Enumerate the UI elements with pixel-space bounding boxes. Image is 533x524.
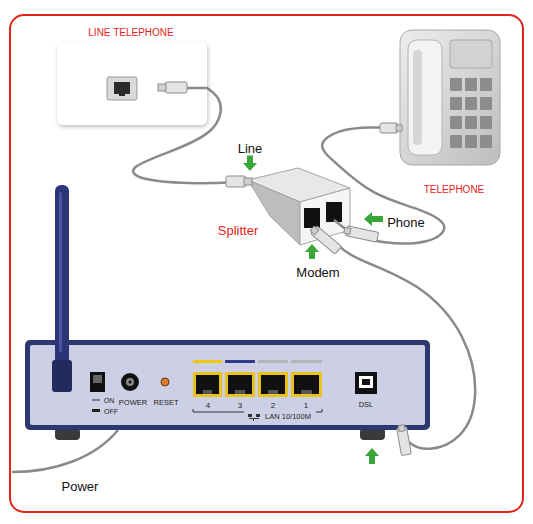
port-number: 1 [304, 402, 308, 410]
antenna-base [52, 360, 72, 392]
telephone-set: TELEPHONE [400, 30, 500, 165]
cable-callout: Power [60, 479, 101, 494]
splitter-box: Splitter [240, 168, 350, 245]
splitter-name: Splitter [216, 223, 260, 238]
telephone-heading: TELEPHONE [422, 184, 487, 196]
rj11-plug [343, 225, 378, 242]
frame-border [10, 15, 523, 512]
wall-plate: LINE TELEPHONE [57, 42, 207, 125]
handset-shade [413, 50, 422, 145]
router-antenna [55, 185, 69, 390]
power-switch [90, 372, 105, 392]
port-label: POWER [119, 399, 147, 407]
on-mark [92, 400, 100, 401]
off-mark [92, 409, 100, 412]
rj11-plug [380, 123, 398, 133]
jack-slot [114, 82, 130, 94]
port-number: 3 [238, 402, 242, 410]
power-jack [121, 373, 139, 391]
port-callout: Modem [294, 265, 341, 280]
splitter-art [226, 168, 379, 254]
telephone-handset [408, 40, 442, 155]
dsl-port-inner [359, 376, 373, 388]
port-bar [291, 360, 322, 363]
rj11-plug [165, 82, 187, 93]
modem-socket [304, 208, 320, 228]
modem-arrow [305, 244, 319, 259]
reset-button [161, 378, 169, 386]
router-panel: ON OFFPOWER RESET 4 3 2 1LAN 10/100M DSL [25, 340, 430, 430]
phone-arrow [364, 212, 383, 226]
power-jack-pin [129, 381, 132, 384]
wall-plate [57, 42, 207, 125]
router-back-panel [30, 345, 425, 425]
port-bar [225, 360, 255, 363]
power-jack-ring [126, 378, 134, 386]
telephone-body [400, 30, 500, 165]
cable-stub [186, 87, 208, 90]
switch-label: OFF [104, 408, 118, 415]
rj11-plug [396, 424, 411, 455]
dsl-port-slot [362, 379, 370, 385]
antenna-highlight [59, 192, 62, 352]
port-group-label: LAN 10/100M [265, 413, 311, 421]
switch-rocker [93, 375, 102, 383]
port-number: 4 [206, 402, 210, 410]
router-art [25, 185, 430, 456]
telephone-art [380, 30, 500, 165]
plug-tip [244, 178, 252, 185]
wall-jack [107, 77, 137, 100]
plug-tip [158, 84, 166, 91]
switch-label: ON [104, 397, 115, 404]
port-label: RESET [153, 399, 178, 407]
lan-ports [193, 372, 322, 397]
telephone-display [450, 40, 492, 68]
rj11-plug [226, 176, 246, 187]
port-label: DSL [359, 401, 374, 409]
port-bar [258, 360, 288, 363]
port-number: 2 [271, 402, 275, 410]
plug-tip [396, 125, 402, 131]
port-bar [193, 360, 222, 363]
wall-plate-art [57, 42, 208, 125]
port-callout: Phone [385, 215, 427, 230]
telephone-keypad [450, 78, 492, 148]
dsl-arrow [365, 448, 379, 464]
dsl-port [355, 372, 377, 394]
line-arrow [243, 155, 257, 171]
port-callout: Line [236, 141, 265, 156]
network-icon [248, 414, 260, 421]
phone-socket [326, 202, 342, 222]
green-arrows [243, 155, 383, 464]
lan-bracket [193, 409, 322, 412]
router-housing [25, 340, 430, 430]
plate-heading: LINE TELEPHONE [86, 27, 175, 39]
jack-notch [119, 93, 125, 96]
